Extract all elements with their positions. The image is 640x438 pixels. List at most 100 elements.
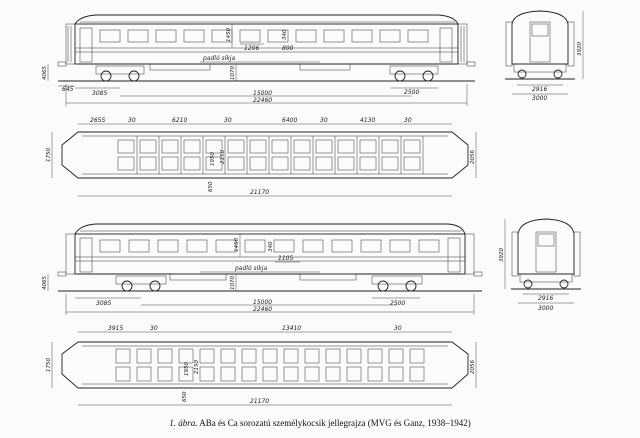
dim-650: 650 bbox=[208, 181, 214, 192]
plan-outline bbox=[61, 341, 469, 389]
dim-3085: 3085 bbox=[92, 90, 107, 97]
seat bbox=[178, 348, 194, 364]
window bbox=[99, 29, 121, 43]
seat bbox=[241, 348, 257, 364]
dim-13410: 13410 bbox=[282, 325, 301, 332]
door bbox=[79, 27, 93, 63]
seat bbox=[115, 366, 131, 382]
door bbox=[447, 237, 461, 273]
dim-2500: 2500 bbox=[404, 89, 419, 96]
seat bbox=[388, 366, 404, 382]
side-view-2: padló síkja 1450 1105 340 4065 1070 3085… bbox=[42, 223, 483, 315]
floor-label: padló síkja bbox=[234, 265, 267, 272]
seat bbox=[157, 348, 173, 364]
figure-label: 1. ábra. bbox=[169, 418, 198, 428]
window bbox=[267, 29, 289, 43]
seat bbox=[337, 156, 355, 171]
dim-645: 645 bbox=[62, 86, 74, 93]
roof-outline bbox=[74, 223, 466, 235]
seat bbox=[241, 366, 257, 382]
plan-view-2: 3915 30 13410 30 1750 2056 1950 2150 650… bbox=[46, 325, 477, 406]
dim-3920: 3920 bbox=[499, 248, 505, 262]
window bbox=[99, 239, 121, 253]
figure-caption: 1. ábra. ABa és Ca sorozatú személykocsi… bbox=[0, 418, 640, 428]
window bbox=[183, 29, 205, 43]
roof-outline bbox=[74, 14, 459, 25]
plan-outline bbox=[61, 131, 469, 179]
window bbox=[302, 239, 324, 253]
seat bbox=[115, 348, 131, 364]
seat bbox=[262, 366, 278, 382]
window bbox=[331, 239, 353, 253]
bellows-right bbox=[457, 23, 468, 65]
dim-650: 650 bbox=[182, 391, 188, 402]
compartment-seats bbox=[117, 136, 424, 174]
seat bbox=[220, 366, 236, 382]
dim-30-d: 30 bbox=[404, 117, 412, 124]
dim-1070: 1070 bbox=[230, 66, 236, 80]
dim-30-b: 30 bbox=[224, 117, 232, 124]
seat bbox=[293, 156, 311, 171]
door bbox=[439, 27, 453, 63]
dim-3085: 3085 bbox=[96, 300, 111, 307]
bellows-right bbox=[464, 233, 475, 275]
seat bbox=[157, 366, 173, 382]
dim-3915: 3915 bbox=[108, 325, 123, 332]
seat bbox=[271, 139, 289, 154]
dim-2150: 2150 bbox=[194, 360, 200, 374]
dim-30-b: 30 bbox=[394, 325, 402, 332]
dim-30-a: 30 bbox=[128, 117, 136, 124]
window bbox=[128, 239, 150, 253]
window bbox=[351, 29, 373, 43]
seat bbox=[139, 156, 157, 171]
dim-1750: 1750 bbox=[46, 148, 52, 162]
seat bbox=[409, 348, 425, 364]
figure-title: ABa és Ca sorozatú személykocsik jellegr… bbox=[199, 418, 471, 428]
end-view-1: 3920 2916 3000 bbox=[505, 10, 584, 102]
dim-1950: 1950 bbox=[184, 362, 190, 376]
dim-1750: 1750 bbox=[46, 358, 52, 372]
seat bbox=[136, 366, 152, 382]
window bbox=[155, 29, 177, 43]
seat bbox=[346, 366, 362, 382]
seat bbox=[325, 348, 341, 364]
window-row bbox=[79, 237, 461, 273]
window bbox=[273, 239, 295, 253]
dim-340: 340 bbox=[282, 29, 288, 40]
dim-2056: 2056 bbox=[470, 360, 476, 374]
seat bbox=[359, 139, 377, 154]
window bbox=[295, 29, 317, 43]
dim-6210: 6210 bbox=[172, 117, 187, 124]
window bbox=[244, 239, 266, 253]
seat bbox=[381, 139, 399, 154]
seat bbox=[304, 348, 320, 364]
seat bbox=[178, 366, 194, 382]
window bbox=[360, 239, 382, 253]
window-row bbox=[79, 27, 453, 63]
dim-6400: 6400 bbox=[282, 117, 297, 124]
window bbox=[389, 239, 411, 253]
dim-2655: 2655 bbox=[90, 117, 105, 124]
seat bbox=[367, 366, 383, 382]
end-view-2: 3920 2916 3000 bbox=[499, 218, 581, 312]
seat bbox=[403, 139, 421, 154]
dim-15000: 15000 bbox=[253, 90, 272, 97]
side-view-1: padló síkja 1450 1206 800 340 4065 1070 … bbox=[42, 14, 476, 106]
seat bbox=[117, 139, 135, 154]
dim-1450: 1450 bbox=[226, 28, 232, 42]
seat bbox=[315, 156, 333, 171]
seat bbox=[205, 156, 223, 171]
seat bbox=[271, 156, 289, 171]
dim-3000: 3000 bbox=[538, 305, 553, 312]
window bbox=[239, 29, 261, 43]
end-body bbox=[517, 218, 575, 275]
bellows-left bbox=[65, 233, 76, 275]
dim-340: 340 bbox=[268, 241, 274, 252]
seat bbox=[283, 366, 299, 382]
dim-800: 800 bbox=[282, 45, 294, 52]
seat bbox=[199, 348, 215, 364]
seat bbox=[304, 366, 320, 382]
seat bbox=[161, 156, 179, 171]
window bbox=[379, 29, 401, 43]
